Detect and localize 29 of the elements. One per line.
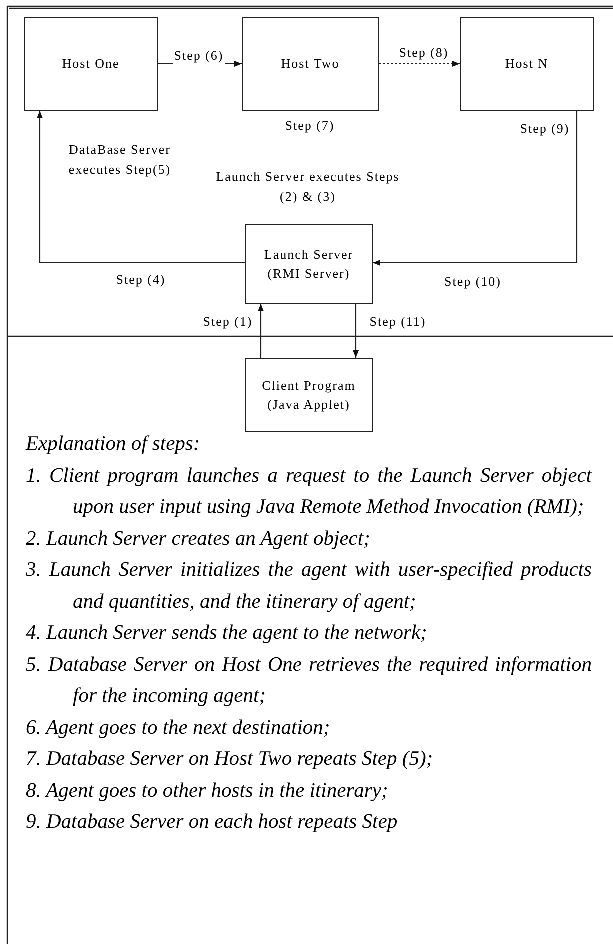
list-item: 6. Agent goes to the next destination; — [26, 716, 332, 740]
note-text: Launch Server executes Steps (2) & (3) — [215, 168, 401, 206]
node-label: Host Two — [281, 55, 340, 74]
node-label: Host N — [505, 55, 549, 74]
client-box — [245, 358, 373, 432]
node-label: Host One — [62, 55, 120, 74]
node-label: Client Program (Java Applet) — [261, 376, 357, 414]
server-box — [245, 224, 373, 304]
list-item: 8. Agent goes to other hosts in the itinerary; — [26, 778, 390, 804]
node-label: Launch Server (RMI Server) — [263, 246, 355, 283]
arrow — [379, 60, 460, 68]
list-item: 3. Launch Server initializes the agent with user-specified products and quantities, and the itinerary of agent; — [26, 558, 592, 614]
step-label: Step (9) — [520, 120, 570, 138]
host-box — [24, 17, 158, 111]
list-item: 9. Database Server on each host repeats Step — [26, 810, 399, 835]
host-box — [242, 17, 379, 111]
step-label: Step (7) — [285, 117, 335, 135]
arrow — [258, 304, 264, 358]
list-item: 2. Launch Server creates an Agent object; — [26, 526, 372, 552]
heading: Explanation of steps: — [26, 432, 202, 457]
arrow — [36, 111, 245, 264]
list-item: 5. Database Server on Host One retrieves the required information for the incoming agent; — [26, 652, 592, 709]
arrow — [352, 304, 360, 358]
arrow — [373, 111, 578, 266]
list-item: 7. Database Server on Host Two repeats Step (5); — [26, 747, 434, 772]
list-item: 1. Client program launches a request to the Launch Server object upon user input using Java Remote Method Invocation (RMI); — [26, 464, 592, 520]
note-text: DataBase Server executes Step(5) — [68, 141, 172, 179]
list-item: 4. Launch Server sends the agent to the network; — [26, 621, 428, 646]
host-box — [460, 17, 594, 111]
